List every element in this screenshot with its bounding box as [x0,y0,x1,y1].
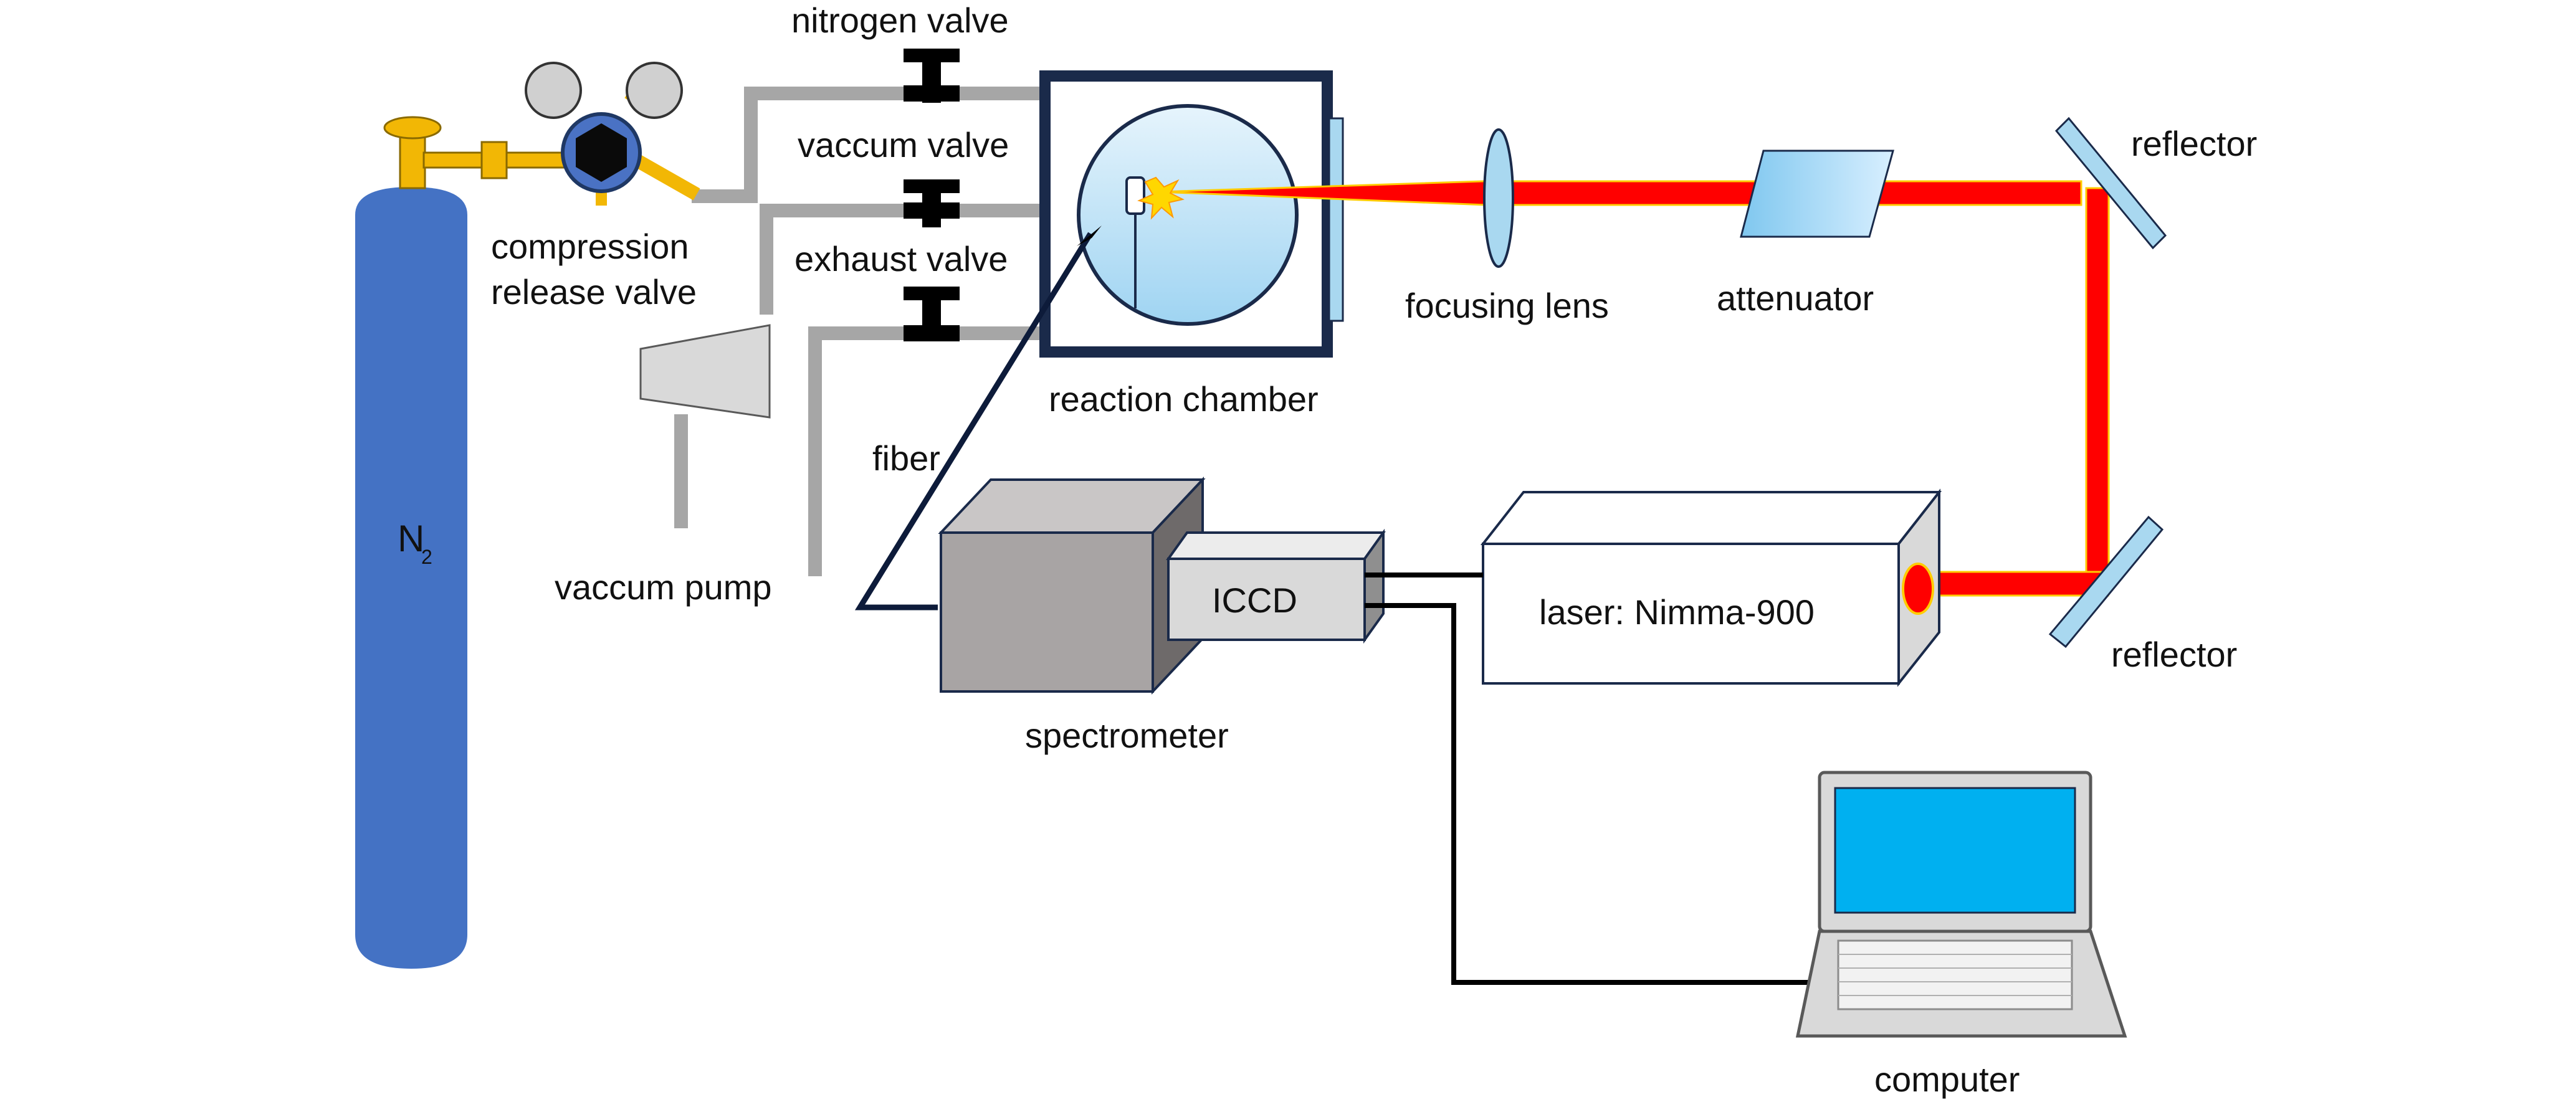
laser-label: laser: Nimma-900 [1539,592,1815,632]
attenuator-label: attenuator [1717,278,1874,318]
screen [1834,787,2076,914]
laser-aperture [1902,563,1934,615]
keyboard [1837,939,2073,1010]
icdd-camera: ICCD [1166,528,1386,644]
computer [1795,771,2127,1038]
vaccum-pump-label: vaccum pump [555,568,772,607]
compression-release-valve [525,62,700,206]
exhaust-valve-label: exhaust valve [794,239,1008,278]
reaction-chamber-label: reaction chamber [1049,379,1319,419]
cables [1365,573,1810,985]
gauge-left-icon [525,62,582,119]
vaccum-valve [904,179,960,227]
nitrogen-cylinder: N 2 [355,187,467,969]
focusing-lens [1483,128,1514,268]
nitrogen-valve [904,49,960,103]
spectrometer-label: spectrometer [1025,716,1229,755]
vaccum-valve-label: vaccum valve [798,125,1009,164]
exhaust-valve [904,287,960,341]
attenuator [1740,150,1894,238]
spectrometer [938,476,1206,695]
reflector-bottom-label: reflector [2111,635,2237,674]
reaction-chamber [1039,70,1344,358]
reflector-top-label: reflector [2131,124,2257,163]
chamber-window [1328,117,1344,322]
cylinder-valve [383,116,575,189]
reflector-bottom [2048,515,2164,649]
compression-label-line2: release valve [491,272,697,311]
focusing-lens-label: focusing lens [1405,286,1609,325]
computer-label: computer [1874,1060,2020,1099]
vaccum-pump-body [639,324,771,419]
fiber-label: fiber [872,439,940,478]
exhaust-pipe [808,326,1047,576]
optical-fiber [854,232,1093,611]
icdd-label: ICCD [1212,581,1297,620]
sample-holder [1125,176,1145,215]
nitrogen-valve-label: nitrogen valve [791,1,1009,40]
cylinder-subscript: 2 [421,546,432,568]
gauge-right-icon [626,62,683,119]
computer-cable [1365,603,1810,985]
laser-beam [1137,176,2110,597]
plasma-spark-icon [1137,176,1185,220]
compression-label-line1: compression [491,227,689,266]
nitrogen-pipe [692,87,1047,203]
cylinder-label: N [398,518,424,559]
laser-device: laser: Nimma-900 [1480,488,1942,687]
reflector-top [2054,116,2167,250]
